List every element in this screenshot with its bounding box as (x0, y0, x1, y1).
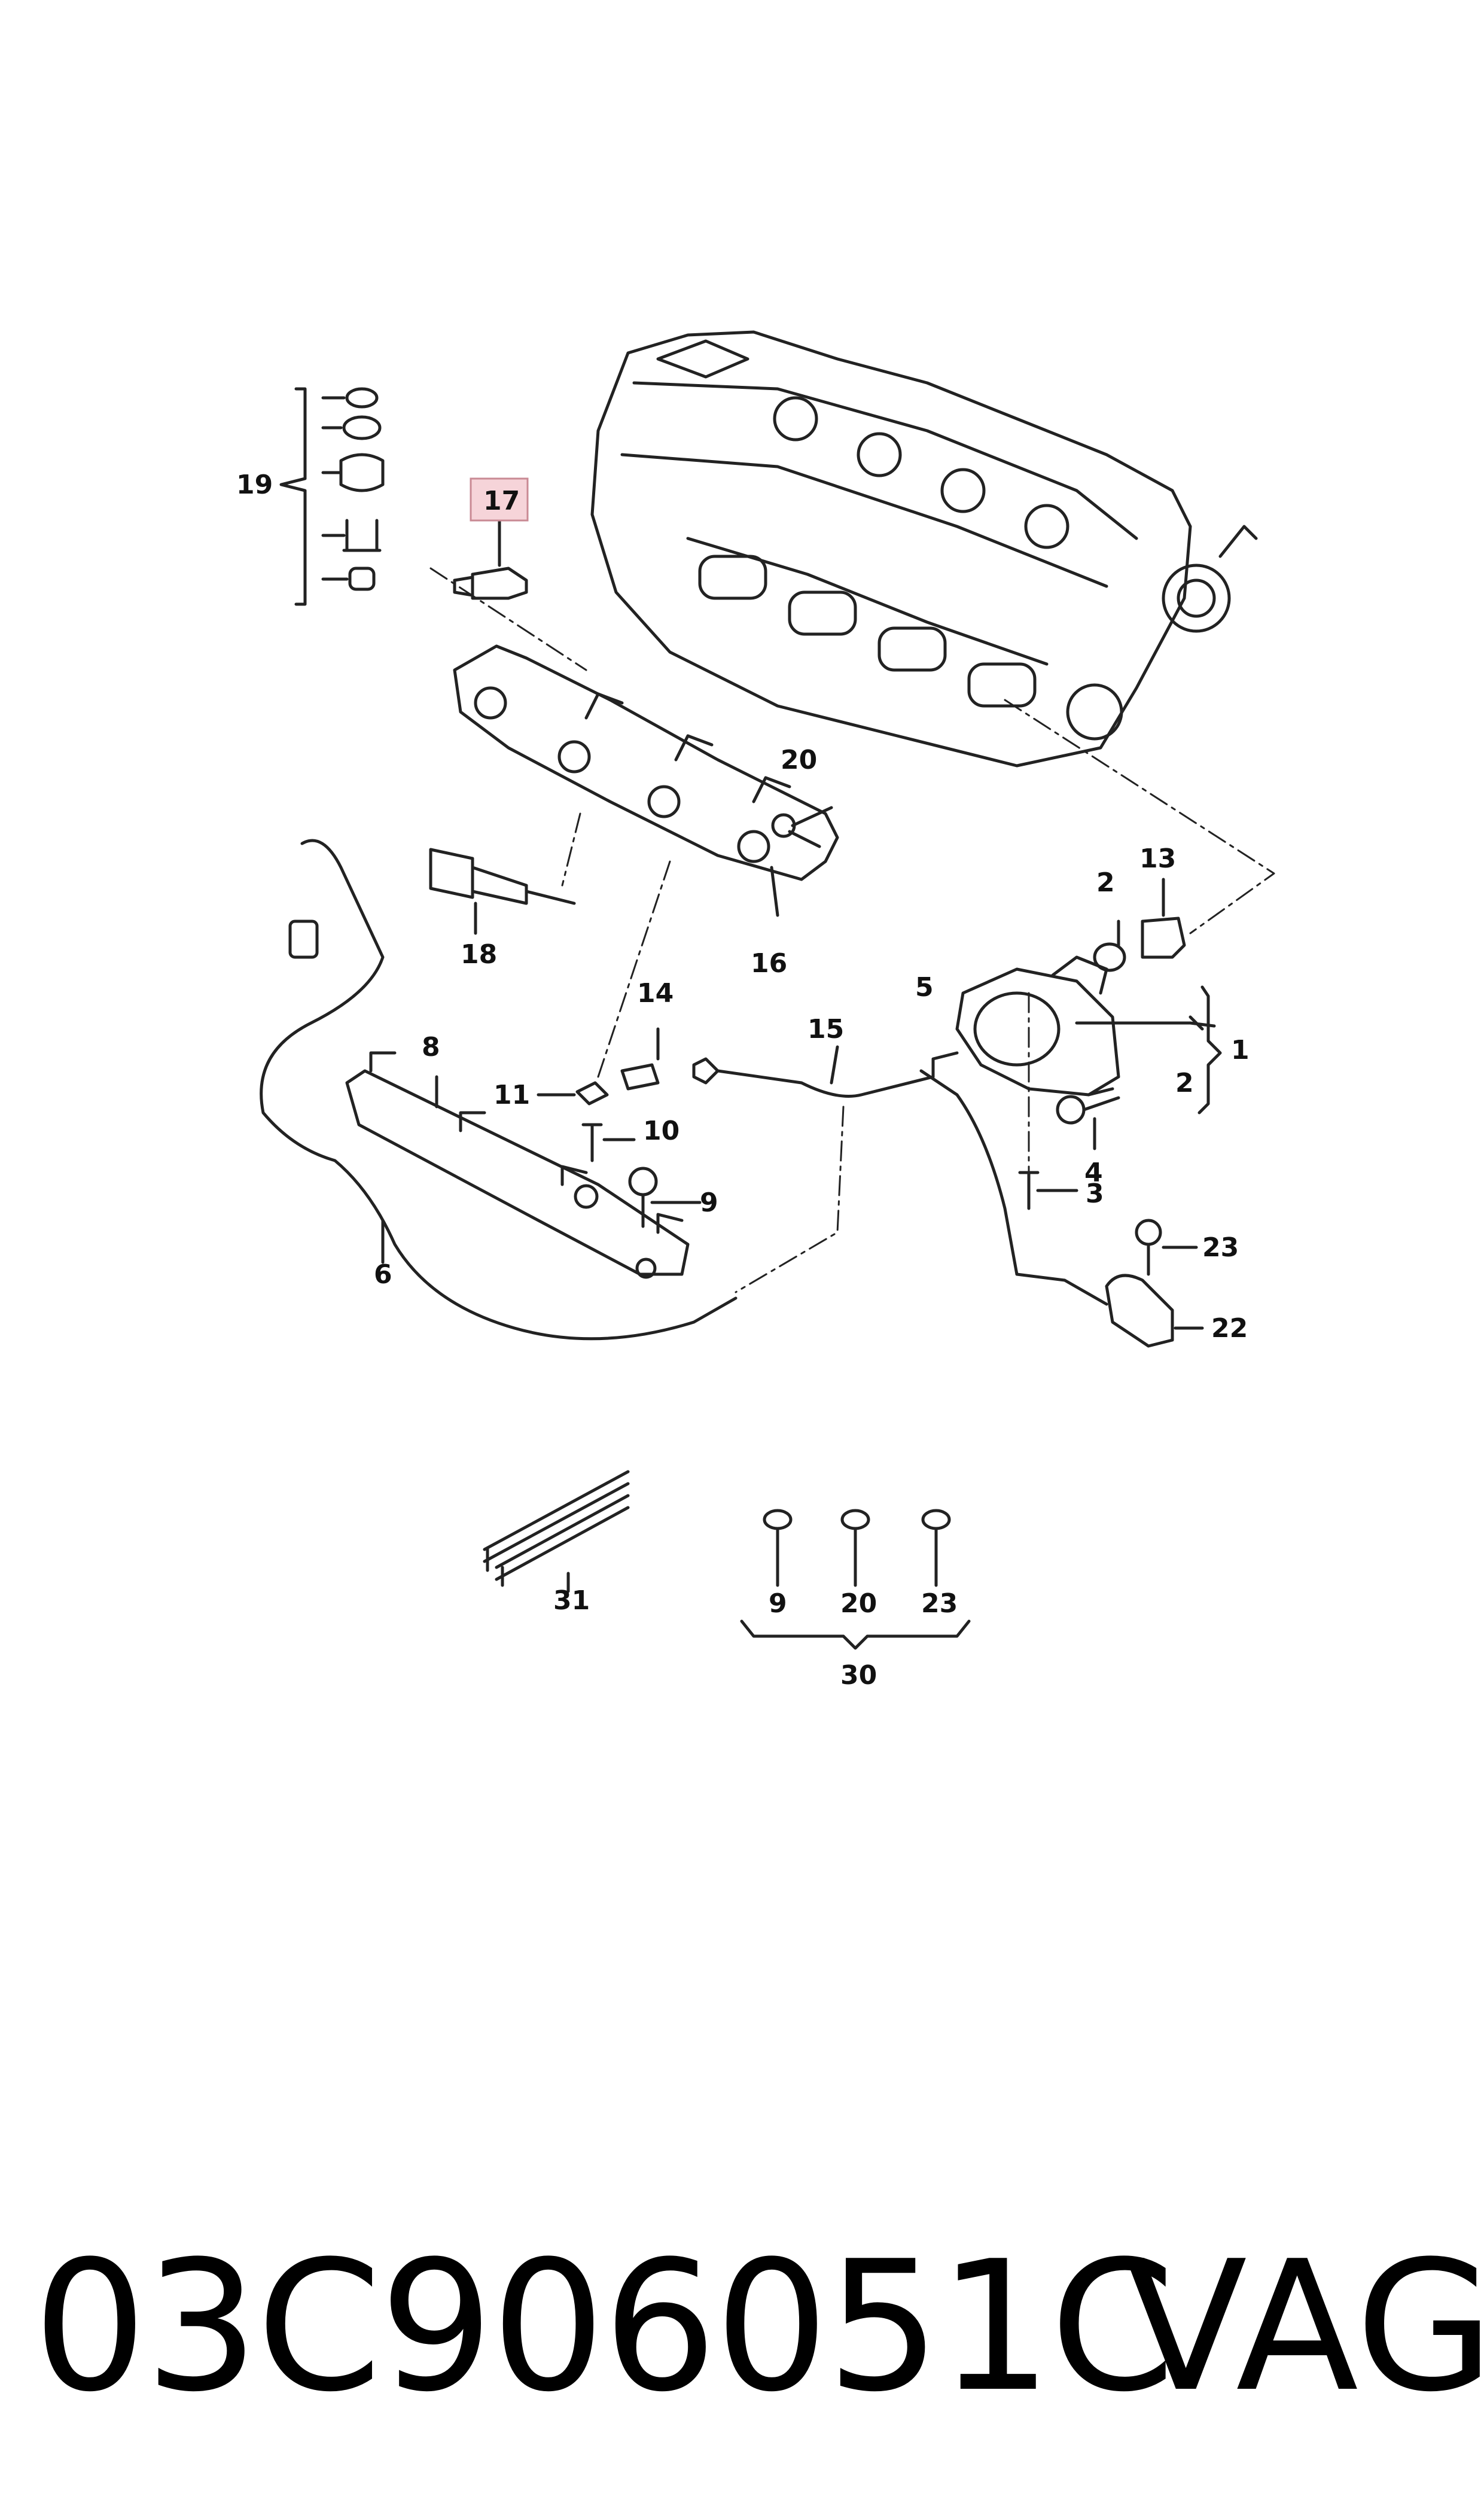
callout-11: 11 (493, 1080, 530, 1110)
callout-4: 4 (1084, 1158, 1103, 1188)
callout-6: 6 (374, 1259, 392, 1290)
part-number-text: 03C906051C (33, 2222, 1175, 2431)
callout-3: 3 (1086, 1179, 1104, 1209)
pump-bolts-drawing (1018, 1095, 1120, 1210)
guide-lines (429, 567, 1275, 1293)
callout-15: 15 (807, 1014, 844, 1045)
cap-13-drawing (1141, 878, 1186, 959)
callout-5: 5 (915, 972, 934, 1003)
callout-19: 19 (236, 470, 273, 500)
callout-9-kit: 9 (769, 1588, 787, 1619)
fuel-line-15-drawing (692, 1045, 935, 1098)
callout-14: 14 (637, 978, 674, 1009)
callout-13: 13 (1139, 844, 1176, 874)
callout-9: 9 (700, 1188, 718, 1218)
callout-20-kit: 20 (840, 1588, 877, 1619)
cylinder-head-drawing (590, 330, 1258, 768)
bracket-8-drawing (345, 1051, 690, 1279)
callout-10: 10 (643, 1116, 679, 1146)
seal-ring-drawing (1093, 919, 1126, 972)
bolt-20-drawing (771, 806, 833, 848)
exploded-parts-diagram: 1 2 2 3 4 5 6 8 9 10 11 13 14 15 16 17 1… (236, 330, 1275, 1691)
fuel-rail-drawing (453, 644, 839, 917)
bolt-kit-drawing (740, 1509, 971, 1650)
brand-text: VAG (1125, 2222, 1484, 2431)
callout-23: 23 (1202, 1232, 1239, 1263)
callout-18: 18 (461, 939, 497, 970)
callout-2: 2 (1096, 867, 1115, 898)
fuel-pipe-6-drawing (260, 839, 738, 1341)
seal-kit-drawing (279, 387, 385, 606)
cable-tie-drawing (483, 1470, 630, 1593)
callout-16: 16 (751, 948, 787, 979)
callout-23-kit: 23 (921, 1588, 958, 1619)
callout-20: 20 (781, 745, 817, 775)
callout-30: 30 (840, 1660, 877, 1691)
callout-17: 17 (483, 486, 520, 516)
callout-8: 8 (422, 1032, 440, 1062)
pressure-sensor-drawing (453, 519, 528, 600)
callout-31: 31 (553, 1585, 590, 1616)
sensor-18-drawing (429, 848, 576, 935)
clamp-drawing (1015, 1219, 1204, 1348)
callout-2: 2 (1175, 1068, 1194, 1098)
high-pressure-pump-drawing (919, 955, 1216, 1276)
callout-22: 22 (1211, 1313, 1248, 1344)
highlighted-callout-box (470, 477, 529, 522)
callout-1: 1 (1231, 1035, 1250, 1065)
fasteners-drawing (537, 1027, 702, 1228)
